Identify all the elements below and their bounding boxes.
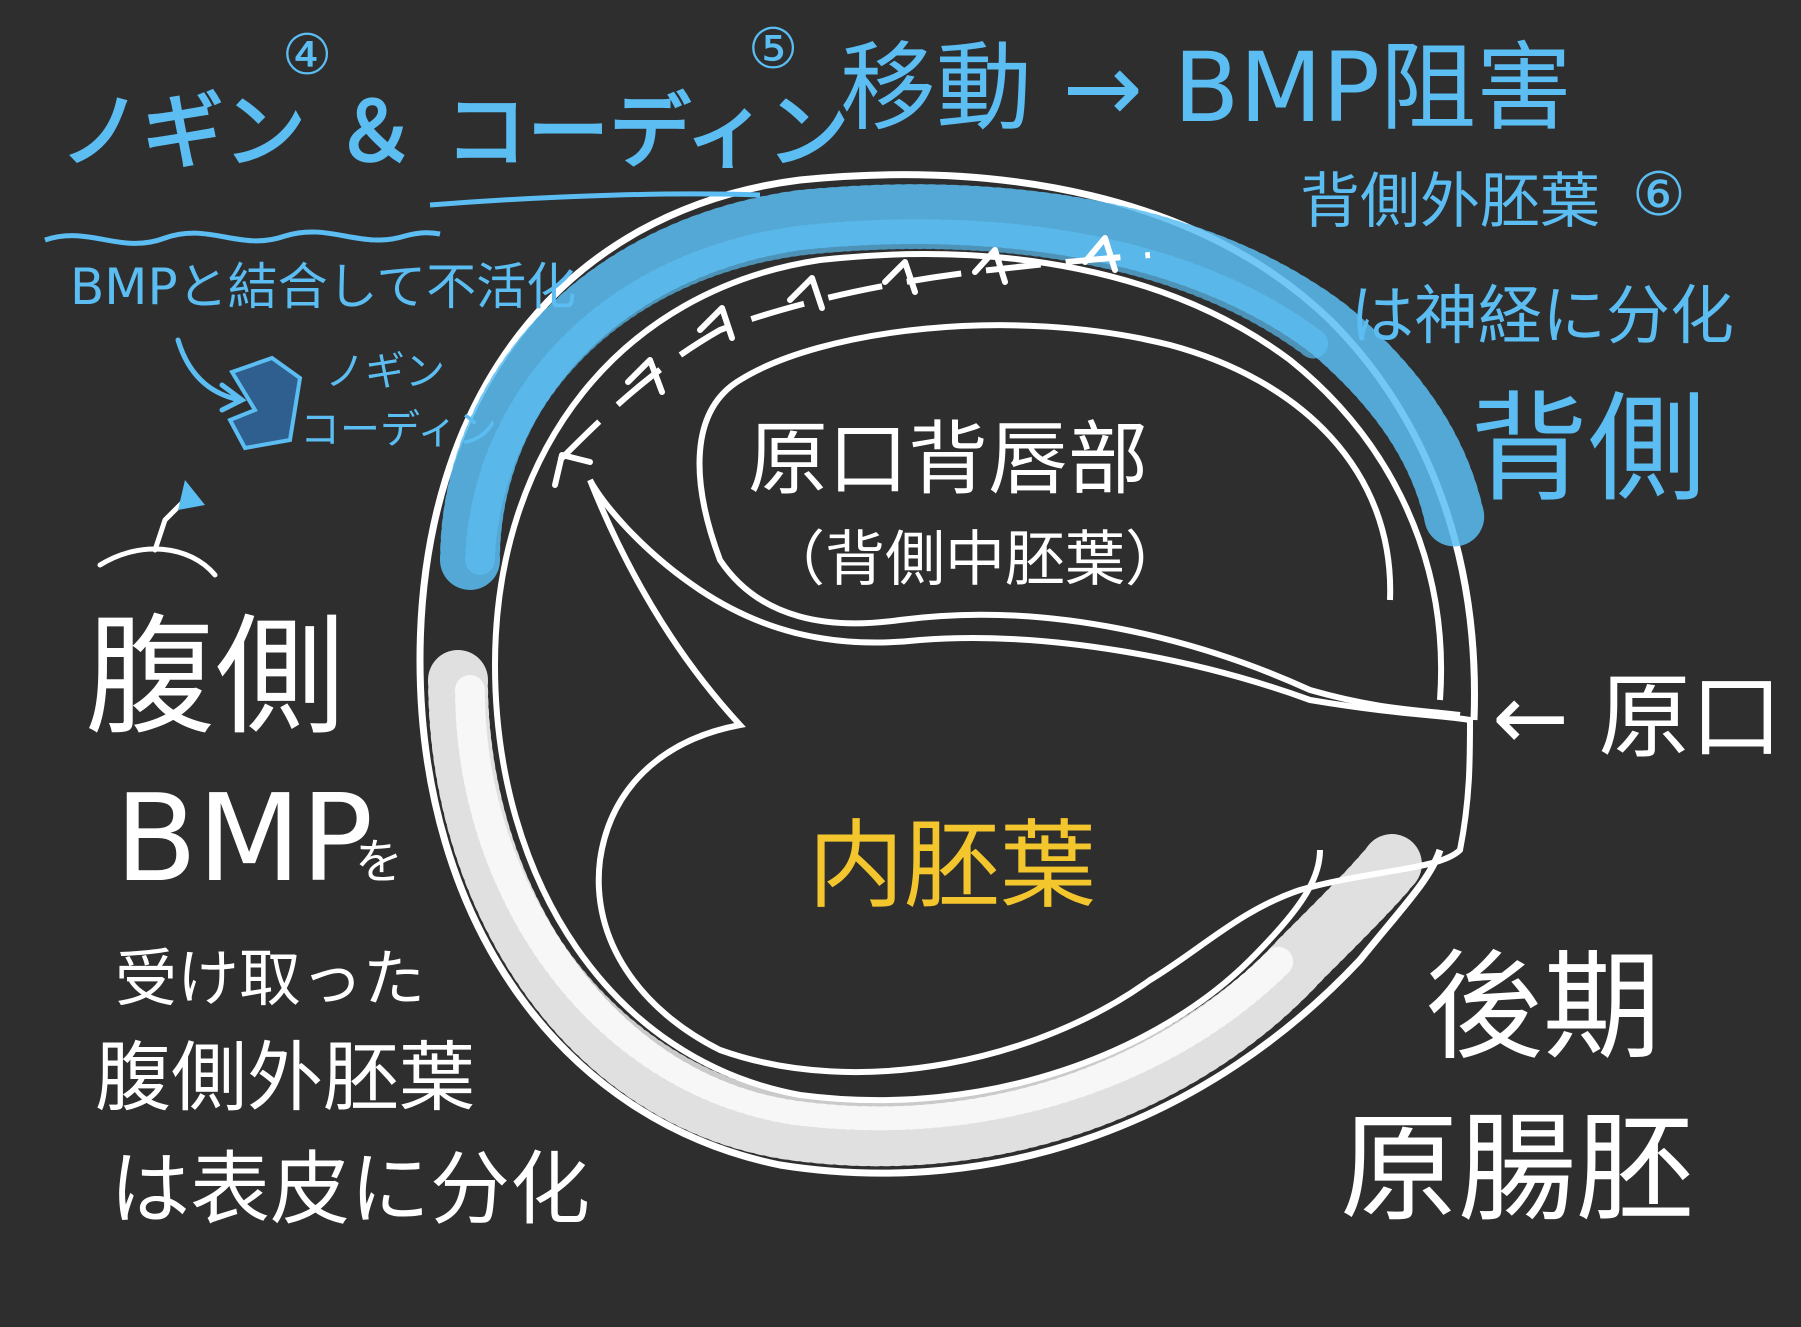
dorsal-ectoderm-dots-2: [465, 219, 1330, 575]
arrowhead-7: [1082, 235, 1118, 273]
dorsal-lip-label: 原口背唇部: [748, 413, 1148, 506]
figure-body: [152, 497, 188, 553]
straight-underline: [429, 191, 761, 208]
binding-note: BMPと結合して不活化: [70, 258, 577, 316]
dorsal-mesoderm-outline: [696, 322, 1461, 718]
dorsal-mesoderm-label: （背側中胚葉）: [765, 525, 1185, 595]
bmp-particle-label: を: [355, 834, 404, 890]
ventral-ectoderm-dots-2: [455, 675, 1295, 1131]
dorsal-side-label: 背側: [1470, 380, 1707, 518]
figure-ground: [97, 546, 218, 578]
complex-label-line1: ノギン: [325, 349, 445, 395]
complex-label-line2: コーディン: [300, 407, 498, 453]
endoderm-label: 内胚葉: [808, 810, 1096, 922]
arrowhead-1: [552, 452, 593, 488]
circled-number-6: ⑥: [1632, 160, 1686, 230]
circled-number-5: ⑤: [748, 17, 799, 82]
dorsal-ectoderm-dots: [440, 184, 1485, 590]
arrowhead-3: [697, 305, 735, 341]
ectoderm-inner-boundary: [491, 251, 1444, 1104]
endoderm-outline: [587, 478, 1474, 1076]
noggin-chordin-title: ノギン ＆ コーディン: [60, 85, 850, 180]
figure-flag-icon: [178, 480, 205, 510]
wavy-underline: [44, 229, 441, 246]
migration-arrow-path: [557, 252, 1151, 463]
epidermis-differentiation-label: は表皮に分化: [110, 1143, 590, 1236]
ventral-side-label: 腹側: [85, 601, 346, 753]
migration-arrowheads: [552, 235, 1118, 488]
arrowhead-6: [972, 247, 1008, 285]
arrowhead-5: [882, 259, 918, 295]
circled-number-4: ④: [282, 23, 333, 88]
arrowhead-4: [787, 275, 825, 311]
neural-differentiation-label: は神経に分化: [1350, 280, 1734, 354]
bmp-label: BMP: [115, 770, 374, 909]
late-gastrula-line2: 原腸胚: [1340, 1100, 1695, 1238]
arrowhead-2: [625, 357, 665, 395]
dorsal-ectoderm-label: 背側外胚葉: [1300, 167, 1600, 237]
received-label: 受け取った: [115, 942, 426, 1015]
ventral-ectoderm-label: 腹側外胚葉: [95, 1033, 475, 1122]
note-arrow: [175, 337, 247, 413]
migration-title: 移動 → BMP阻害: [840, 32, 1573, 144]
figure-icon: [97, 497, 218, 578]
blastopore-label: ← 原口: [1492, 664, 1783, 771]
late-gastrula-line1: 後期: [1425, 938, 1662, 1076]
noggin-bmp-complex-icon: [227, 355, 303, 451]
